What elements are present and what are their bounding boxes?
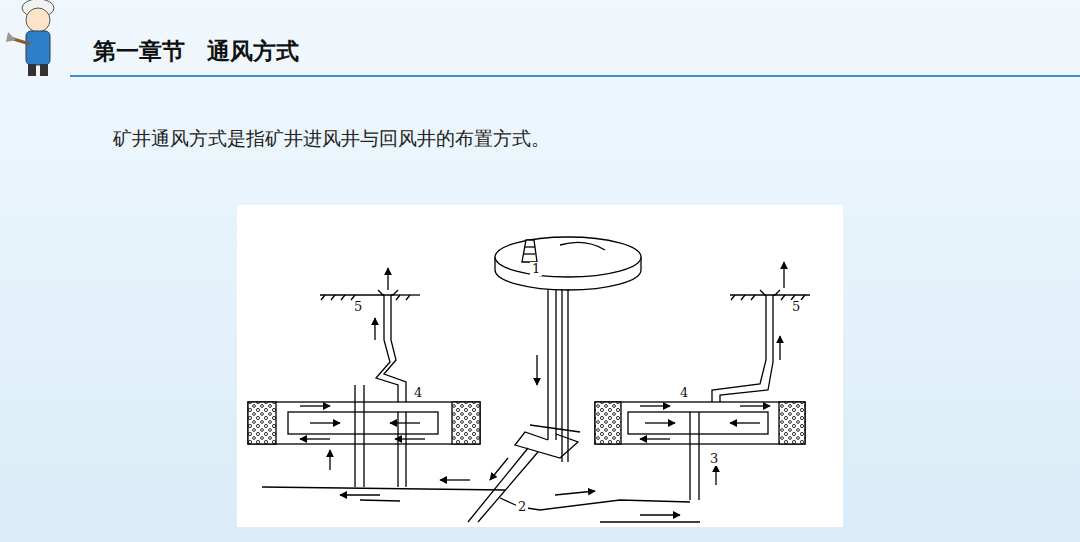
callout-number: 1 (530, 262, 542, 276)
callout-number: 4 (678, 386, 690, 400)
picture-panel (237, 205, 843, 527)
callout-number: 2 (516, 500, 528, 514)
callout-number: 5 (352, 300, 364, 314)
callout-number: 5 (790, 300, 802, 314)
slide-title: 第一章节 通风方式 (93, 36, 299, 67)
intro-text: 矿井通风方式是指矿井进风井与回风井的布置方式。 (113, 126, 550, 152)
miner-icon (6, 0, 54, 76)
callout-number: 4 (412, 386, 424, 400)
mine-drawing (248, 237, 810, 522)
header-rule (70, 75, 1080, 77)
callout-number: 3 (708, 452, 720, 466)
